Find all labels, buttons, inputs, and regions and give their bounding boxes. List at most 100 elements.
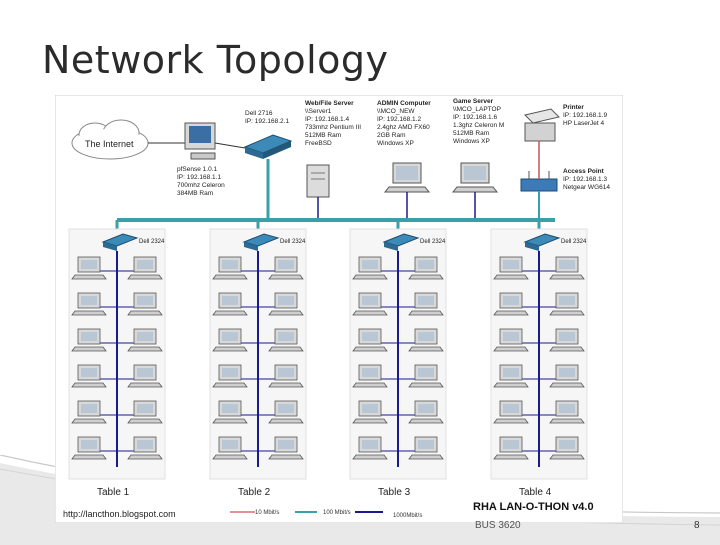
computer-icon [268, 364, 304, 388]
game-server-laptop-icon [451, 162, 499, 193]
computer-icon [493, 292, 529, 316]
table-switch-label: Dell 2324 [420, 239, 446, 245]
computer-icon [352, 256, 388, 280]
cloud-label: The Internet [85, 139, 134, 149]
computer-icon [127, 328, 163, 352]
legend: 10 Mbit/s 100 Mbit/s 1000Mbit/s [230, 510, 422, 519]
admin-label: ADMIN Computer \\MCO_NEW IP: 192.168.1.2… [377, 100, 433, 147]
computer-icon [212, 292, 248, 316]
computer-icon [268, 436, 304, 460]
game-server-line: 512MB Ram [453, 130, 489, 137]
admin-line: ADMIN Computer [377, 100, 431, 107]
computer-icon [71, 328, 107, 352]
printer-label: Printer IP: 192.168.1.9 HP LaserJet 4 [563, 104, 609, 127]
admin-computer-icon [383, 162, 431, 193]
table-label: Table 2 [238, 487, 271, 498]
tables-layer: Dell 2324 Dell 2324 Dell 2324 Dell 2324 [68, 228, 588, 480]
computer-icon [352, 292, 388, 316]
table-switch-label: Dell 2324 [280, 239, 306, 245]
slide-title: Network Topology [42, 38, 389, 82]
core-switch-line: Dell 2716 [245, 110, 273, 117]
table-group: Dell 2324 [490, 228, 588, 480]
legend-label: 100 Mbit/s [323, 510, 351, 516]
computer-icon [549, 436, 585, 460]
computer-icon [352, 436, 388, 460]
computer-icon [549, 328, 585, 352]
game-server-line: \\MCO_LAPTOP [453, 106, 501, 113]
firewall-line: 700mhz Celeron [177, 182, 225, 189]
computer-icon [352, 328, 388, 352]
computer-icon [127, 292, 163, 316]
computer-icon [127, 436, 163, 460]
game-server-line: Game Server [453, 98, 494, 105]
server-line: IP: 192.168.1.4 [305, 116, 349, 123]
computer-icon [71, 436, 107, 460]
server-line: FreeBSD [305, 140, 332, 147]
computer-icon [408, 292, 444, 316]
core-switch-label: Dell 2716 IP: 192.168.2.1 [245, 110, 289, 125]
table-label: Table 4 [519, 487, 552, 498]
printer-line: HP LaserJet 4 [563, 120, 604, 127]
firewall-label: pfSense 1.0.1 IP: 192.168.1.1 700mhz Cel… [177, 166, 227, 197]
firewall-line: pfSense 1.0.1 [177, 166, 217, 173]
table-group: Dell 2324 [349, 228, 447, 480]
computer-icon [268, 256, 304, 280]
computer-icon [408, 256, 444, 280]
server-icon [306, 164, 330, 198]
course-label: BUS 3620 [475, 520, 521, 531]
access-point-line: Access Point [563, 168, 605, 175]
server-line: 733mhz Pentium III [305, 124, 361, 131]
core-switch-line: IP: 192.168.2.1 [245, 118, 289, 125]
firewall-line: 384MB Ram [177, 190, 213, 197]
computer-icon [71, 256, 107, 280]
table-label: Table 1 [97, 487, 130, 498]
table-switch-icon [101, 233, 139, 251]
computer-icon [549, 256, 585, 280]
computer-icon [127, 364, 163, 388]
computer-icon [352, 400, 388, 424]
computer-icon [549, 364, 585, 388]
event-title: RHA LAN-O-THON v4.0 [473, 501, 594, 513]
game-server-label: Game Server \\MCO_LAPTOP IP: 192.168.1.6… [453, 98, 506, 145]
computer-icon [408, 364, 444, 388]
computer-icon [268, 292, 304, 316]
computer-icon [408, 328, 444, 352]
computer-icon [212, 436, 248, 460]
admin-line: \\MCO_NEW [377, 108, 415, 115]
computer-icon [127, 256, 163, 280]
computer-icon [71, 400, 107, 424]
internet-cloud-icon [71, 119, 149, 160]
table-switch-icon [242, 233, 280, 251]
computer-icon [268, 328, 304, 352]
firewall-line: IP: 192.168.1.1 [177, 174, 221, 181]
page-number: 8 [694, 520, 700, 531]
computer-icon [71, 364, 107, 388]
table-group: Dell 2324 [209, 228, 307, 480]
computer-icon [549, 292, 585, 316]
table-switch-icon [382, 233, 420, 251]
computer-icon [352, 364, 388, 388]
computer-icon [212, 400, 248, 424]
computer-icon [71, 292, 107, 316]
printer-line: Printer [563, 104, 584, 111]
server-line: Web/File Server [305, 100, 354, 107]
computer-icon [493, 364, 529, 388]
table-switch-label: Dell 2324 [139, 239, 165, 245]
firewall-computer-icon [184, 122, 216, 160]
game-server-line: 1.3ghz Celeron M [453, 122, 504, 129]
computer-icon [127, 400, 163, 424]
admin-line: Windows XP [377, 140, 414, 147]
computer-icon [408, 436, 444, 460]
game-server-line: IP: 192.168.1.6 [453, 114, 497, 121]
computer-icon [212, 256, 248, 280]
admin-line: 2.4ghz AMD FX60 [377, 124, 430, 131]
computer-icon [549, 400, 585, 424]
computer-icon [493, 328, 529, 352]
legend-label: 1000Mbit/s [393, 513, 422, 519]
computer-icon [212, 364, 248, 388]
access-point-line: Netgear WG614 [563, 184, 610, 191]
computer-icon [268, 400, 304, 424]
server-line: 512MB Ram [305, 132, 341, 139]
computer-icon [493, 400, 529, 424]
network-diagram: The Internet pfSense 1.0.1 IP: 192.168.1… [55, 95, 623, 523]
